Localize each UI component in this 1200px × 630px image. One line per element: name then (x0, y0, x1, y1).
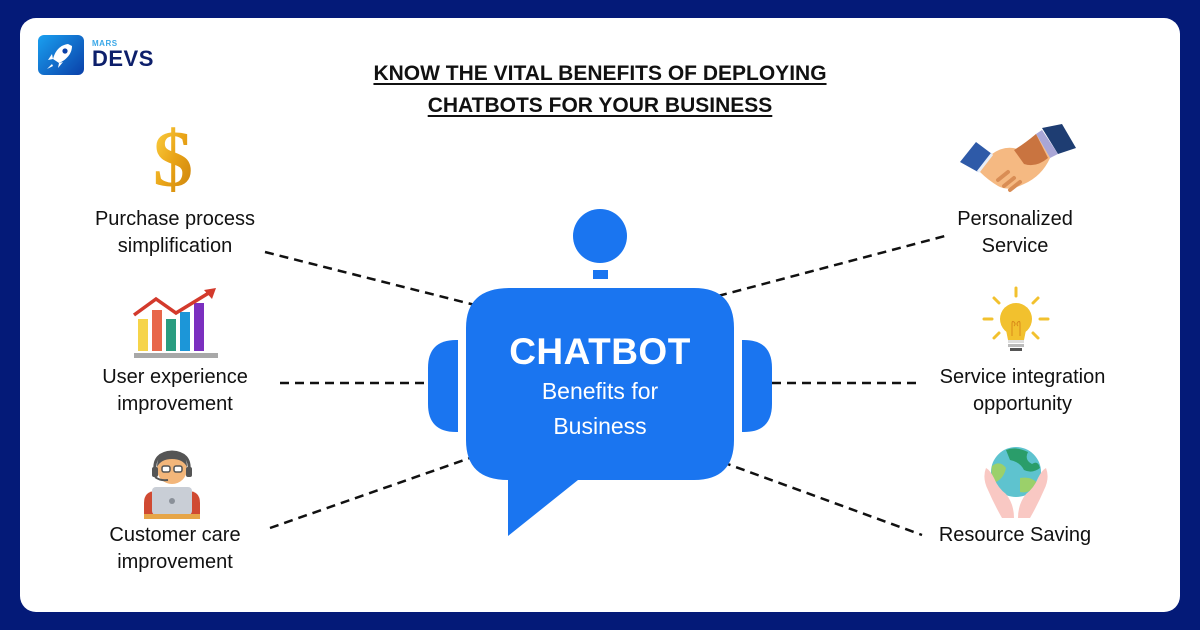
growth-chart-icon (132, 287, 222, 364)
chatbot-subtitle-1: Benefits for (541, 378, 659, 404)
rocket-icon (38, 35, 84, 75)
benefit-customer-care: Customer care improvement (109, 524, 241, 573)
chat-bubble (466, 288, 734, 536)
lightbulb-icon (980, 286, 1052, 367)
chatbot-title: CHATBOT (509, 331, 691, 372)
handshake-icon (958, 120, 1078, 205)
chatbot-subtitle-2: Business (553, 413, 647, 439)
svg-text:$: $ (153, 118, 193, 196)
title-line-1: KNOW THE VITAL BENEFITS OF DEPLOYING (373, 62, 827, 85)
title-line-2: CHATBOTS FOR YOUR BUSINESS (427, 94, 773, 117)
benefit-purchase: Purchase process simplification (94, 208, 256, 257)
benefit-service-integration: Service integration opportunity (939, 366, 1106, 415)
dollar-icon: $ (145, 116, 201, 204)
chatbot-center: CHATBOT Benefits for Business (466, 330, 734, 444)
brand-logo: MARS DEVS (38, 35, 154, 75)
benefit-user-experience: User experience improvement (102, 366, 248, 415)
logo-big-text: DEVS (92, 46, 154, 71)
antenna-ball (573, 209, 627, 263)
benefit-resource-saving: Resource Saving (938, 524, 1092, 546)
globe-in-hands-icon (980, 446, 1052, 525)
page-title: KNOW THE VITAL BENEFITS OF DEPLOYING CHA… (300, 58, 900, 122)
logo-small-text: MARS (92, 39, 118, 48)
support-agent-icon (138, 447, 206, 526)
benefit-personalized-service: Personalized Service (957, 208, 1073, 257)
